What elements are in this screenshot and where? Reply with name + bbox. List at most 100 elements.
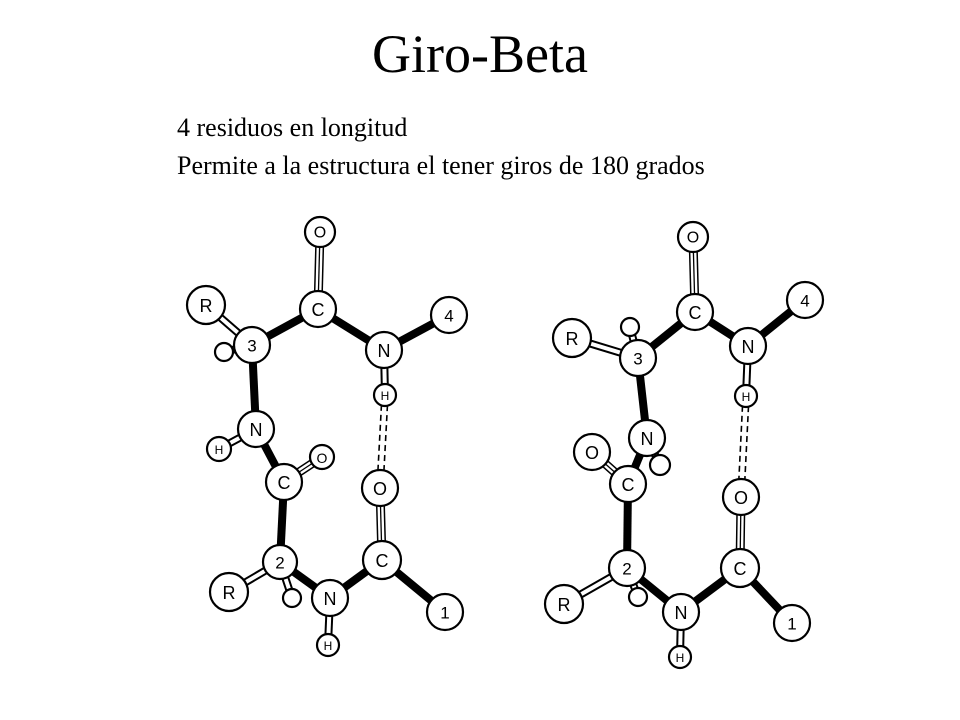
left-molecule-atom-label-N3: N bbox=[324, 589, 337, 609]
right-molecule-atom-circle-A3 bbox=[618, 338, 658, 378]
right-molecule-atom-circle-O3 bbox=[721, 477, 761, 517]
left-molecule-atom-circle-A1 bbox=[425, 592, 465, 632]
right-molecule-atom-label-A2: 2 bbox=[622, 560, 631, 579]
right-molecule-atom-label-O3: O bbox=[734, 488, 748, 508]
left-molecule-R-atom-R1: R bbox=[185, 284, 227, 326]
right-molecule-N-atom-N2: N bbox=[627, 418, 667, 458]
right-molecule-atom-circle-C1 bbox=[675, 292, 715, 332]
right-molecule-R-atom-R2: R bbox=[543, 583, 585, 625]
left-molecule-atom-circle-A2 bbox=[261, 543, 299, 581]
right-molecule-H-atom-H3: H bbox=[667, 644, 693, 670]
left-molecule-atom-label-R2: R bbox=[223, 583, 236, 603]
right-molecule-atom-circle-R1 bbox=[551, 317, 593, 359]
left-molecule-atom-circle-N3 bbox=[310, 578, 350, 618]
left-molecule-atom-label-H3: H bbox=[324, 639, 333, 653]
left-molecule-atom-label-N2: N bbox=[250, 420, 263, 440]
left-molecule-atom-circle-F4 bbox=[429, 295, 469, 335]
right-molecule-R-atom-R1: R bbox=[551, 317, 593, 359]
right-molecule-atom-label-A1: 1 bbox=[787, 615, 796, 634]
right-molecule-atom-label-N1: N bbox=[742, 337, 755, 357]
right-molecule-N-atom-N3: N bbox=[661, 592, 701, 632]
right-molecule-O-atom-O1: O bbox=[676, 220, 710, 254]
left-molecule-H-atom-H1: H bbox=[372, 382, 398, 408]
right-molecule-atom-label-R1: R bbox=[566, 329, 579, 349]
right-molecule-atom-circle-H3 bbox=[667, 644, 693, 670]
right-molecule-atom-circle-A2 bbox=[607, 548, 647, 588]
right-molecule-atom-circle-F4 bbox=[785, 280, 825, 320]
right-molecule-atom-label-H3: H bbox=[676, 651, 685, 665]
left-molecule-three-atom-A3: 3 bbox=[232, 325, 272, 365]
left-molecule-H-atom-H3: H bbox=[315, 632, 341, 658]
right-molecule-hydrogen-atom-h1 bbox=[619, 316, 641, 338]
left-molecule-atom-label-F4: 4 bbox=[444, 307, 453, 326]
left-molecule-atom-label-A1: 1 bbox=[440, 604, 449, 623]
right-molecule-H-atom-H1: H bbox=[733, 383, 759, 409]
left-molecule-atom-circle-H2 bbox=[205, 435, 233, 463]
right-molecule-three-atom-A3: 3 bbox=[618, 338, 658, 378]
left-molecule-atom-circle-N2 bbox=[236, 409, 276, 449]
right-molecule-atom-circle-C3 bbox=[719, 547, 761, 589]
right-molecule-atom-circle-R2 bbox=[543, 583, 585, 625]
right-molecule-N-atom-N1: N bbox=[728, 326, 768, 366]
right-molecule-atom-label-R2: R bbox=[558, 595, 571, 615]
left-molecule-O-atom-O3: O bbox=[360, 468, 400, 508]
right-molecule-O-atom-O3: O bbox=[721, 477, 761, 517]
right-molecule-atom-label-C2: C bbox=[622, 475, 635, 495]
right-molecule-two-atom-A2: 2 bbox=[607, 548, 647, 588]
right-molecule-atom-label-N2: N bbox=[641, 429, 654, 449]
right-molecule-atom-circle-H1 bbox=[733, 383, 759, 409]
left-molecule-C-atom-C1: C bbox=[298, 289, 338, 329]
left-molecule-atom-label-C3: C bbox=[376, 551, 389, 571]
right-molecule-atom-label-C3: C bbox=[734, 559, 747, 579]
left-molecule-atom-label-H2: H bbox=[215, 443, 224, 457]
left-molecule-atom-circle-R1 bbox=[185, 284, 227, 326]
subtitle-line-2: Permite a la estructura el tener giros d… bbox=[177, 151, 705, 180]
left-molecule-N-atom-N1: N bbox=[364, 330, 404, 370]
right-molecule-atom-label-C1: C bbox=[689, 303, 702, 323]
right-molecule-C-atom-C3: C bbox=[719, 547, 761, 589]
left-molecule-atom-circle-A3 bbox=[232, 325, 272, 365]
left-molecule-atom-circle-C1 bbox=[298, 289, 338, 329]
right-molecule-atom-circle-h3 bbox=[648, 453, 672, 477]
left-molecule-two-atom-A2: 2 bbox=[261, 543, 299, 581]
left-molecule-atom-circle-H1 bbox=[372, 382, 398, 408]
left-molecule-atom-circle-O3 bbox=[360, 468, 400, 508]
left-molecule-atom-label-O3: O bbox=[373, 479, 387, 499]
left-molecule-atom-circle-N1 bbox=[364, 330, 404, 370]
left-molecule-R-atom-R2: R bbox=[208, 571, 250, 613]
right-molecule-atom-label-F4: 4 bbox=[800, 292, 809, 311]
left-molecule-H-atom-H2: H bbox=[205, 435, 233, 463]
left-molecule-O-atom-O1: O bbox=[303, 215, 337, 249]
right-molecule-hydrogen-atom-h2 bbox=[627, 586, 649, 608]
right-molecule-atom-circle-N2 bbox=[627, 418, 667, 458]
right-molecule-atom-circle-O2 bbox=[572, 432, 612, 472]
right-molecule-hydrogen-atom-h3 bbox=[648, 453, 672, 477]
left-molecule-O-atom-O2: O bbox=[308, 443, 336, 471]
right-molecule-four-atom-F4: 4 bbox=[785, 280, 825, 320]
right-molecule-O-atom-O2: O bbox=[572, 432, 612, 472]
right-molecule-atom-label-N3: N bbox=[675, 603, 688, 623]
left-molecule-atom-circle-h2 bbox=[281, 587, 303, 609]
right-molecule-C-atom-C2: C bbox=[608, 464, 648, 504]
left-molecule-atom-circle-C3 bbox=[361, 539, 403, 581]
left-molecule-four-atom-F4: 4 bbox=[429, 295, 469, 335]
right-molecule-atom-circle-N3 bbox=[661, 592, 701, 632]
right-molecule-atom-circle-O1 bbox=[676, 220, 710, 254]
left-molecule-atom-label-A2: 2 bbox=[275, 554, 284, 573]
left-molecule-atom-circle-H3 bbox=[315, 632, 341, 658]
left-molecule-atom-label-R1: R bbox=[200, 296, 213, 316]
left-molecule-N-atom-N2: N bbox=[236, 409, 276, 449]
left-molecule-hydrogen-atom-h1 bbox=[213, 341, 235, 363]
left-molecule-bond-H1-O3 bbox=[376, 394, 389, 489]
left-molecule-atom-circle-O1 bbox=[303, 215, 337, 249]
right-molecule-one-atom-A1: 1 bbox=[772, 603, 812, 643]
subtitle-line-1: 4 residuos en longitud bbox=[177, 113, 408, 142]
left-molecule-N-atom-N3: N bbox=[310, 578, 350, 618]
right-molecule-atom-circle-h1 bbox=[619, 316, 641, 338]
slide-title: Giro-Beta bbox=[372, 24, 588, 84]
left-molecule-atom-label-O2: O bbox=[317, 450, 328, 466]
right-molecule-atom-label-O1: O bbox=[687, 230, 699, 247]
right-molecule-C-atom-C1: C bbox=[675, 292, 715, 332]
left-molecule-atom-circle-O2 bbox=[308, 443, 336, 471]
left-molecule-atom-label-N1: N bbox=[378, 341, 391, 361]
